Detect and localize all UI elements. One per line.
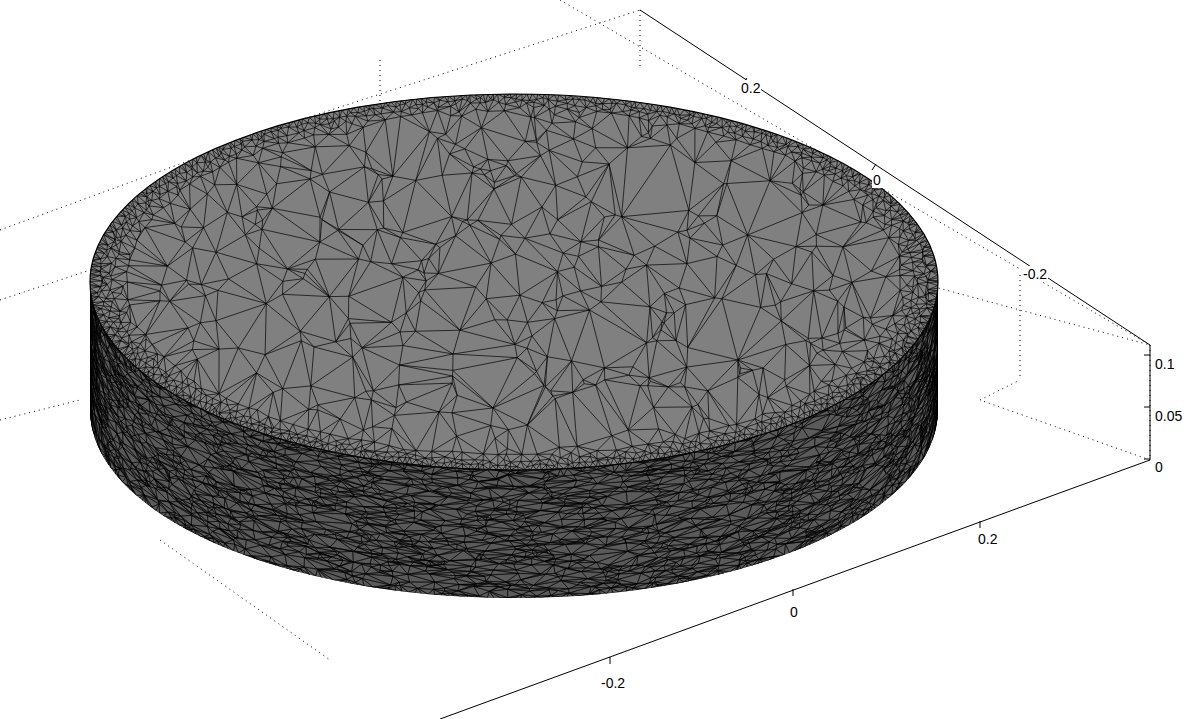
disk-rim — [90, 94, 938, 470]
grid-line — [380, 60, 381, 110]
tick-label: 0 — [789, 604, 799, 620]
axis-tick — [872, 164, 876, 170]
tick-label: 0 — [1154, 459, 1164, 475]
axis-line — [1150, 345, 1151, 460]
grid-line — [980, 400, 1150, 460]
axis-tick — [1144, 355, 1150, 356]
disk-top — [90, 94, 938, 470]
axis-tick — [980, 521, 981, 528]
grid-line — [640, 10, 641, 70]
axis-tick — [793, 589, 794, 596]
grid-line — [1020, 275, 1021, 380]
tick-label: 0.05 — [1154, 408, 1183, 424]
grid-line — [980, 380, 1020, 400]
tick-label: 0 — [872, 172, 882, 188]
grid-line — [1150, 345, 1151, 460]
axis-tick — [610, 657, 611, 664]
axis-tick — [1144, 407, 1150, 408]
tick-label: -0.2 — [1022, 266, 1048, 282]
tick-label: 0.1 — [1154, 356, 1175, 372]
grid-line — [0, 400, 80, 420]
tick-label: -0.2 — [600, 675, 626, 691]
tick-label: 0.2 — [977, 531, 998, 547]
top-mesh — [90, 94, 938, 470]
tick-label: 0.2 — [740, 80, 761, 96]
axis-tick — [1144, 459, 1150, 460]
axis-grid — [0, 0, 1150, 660]
